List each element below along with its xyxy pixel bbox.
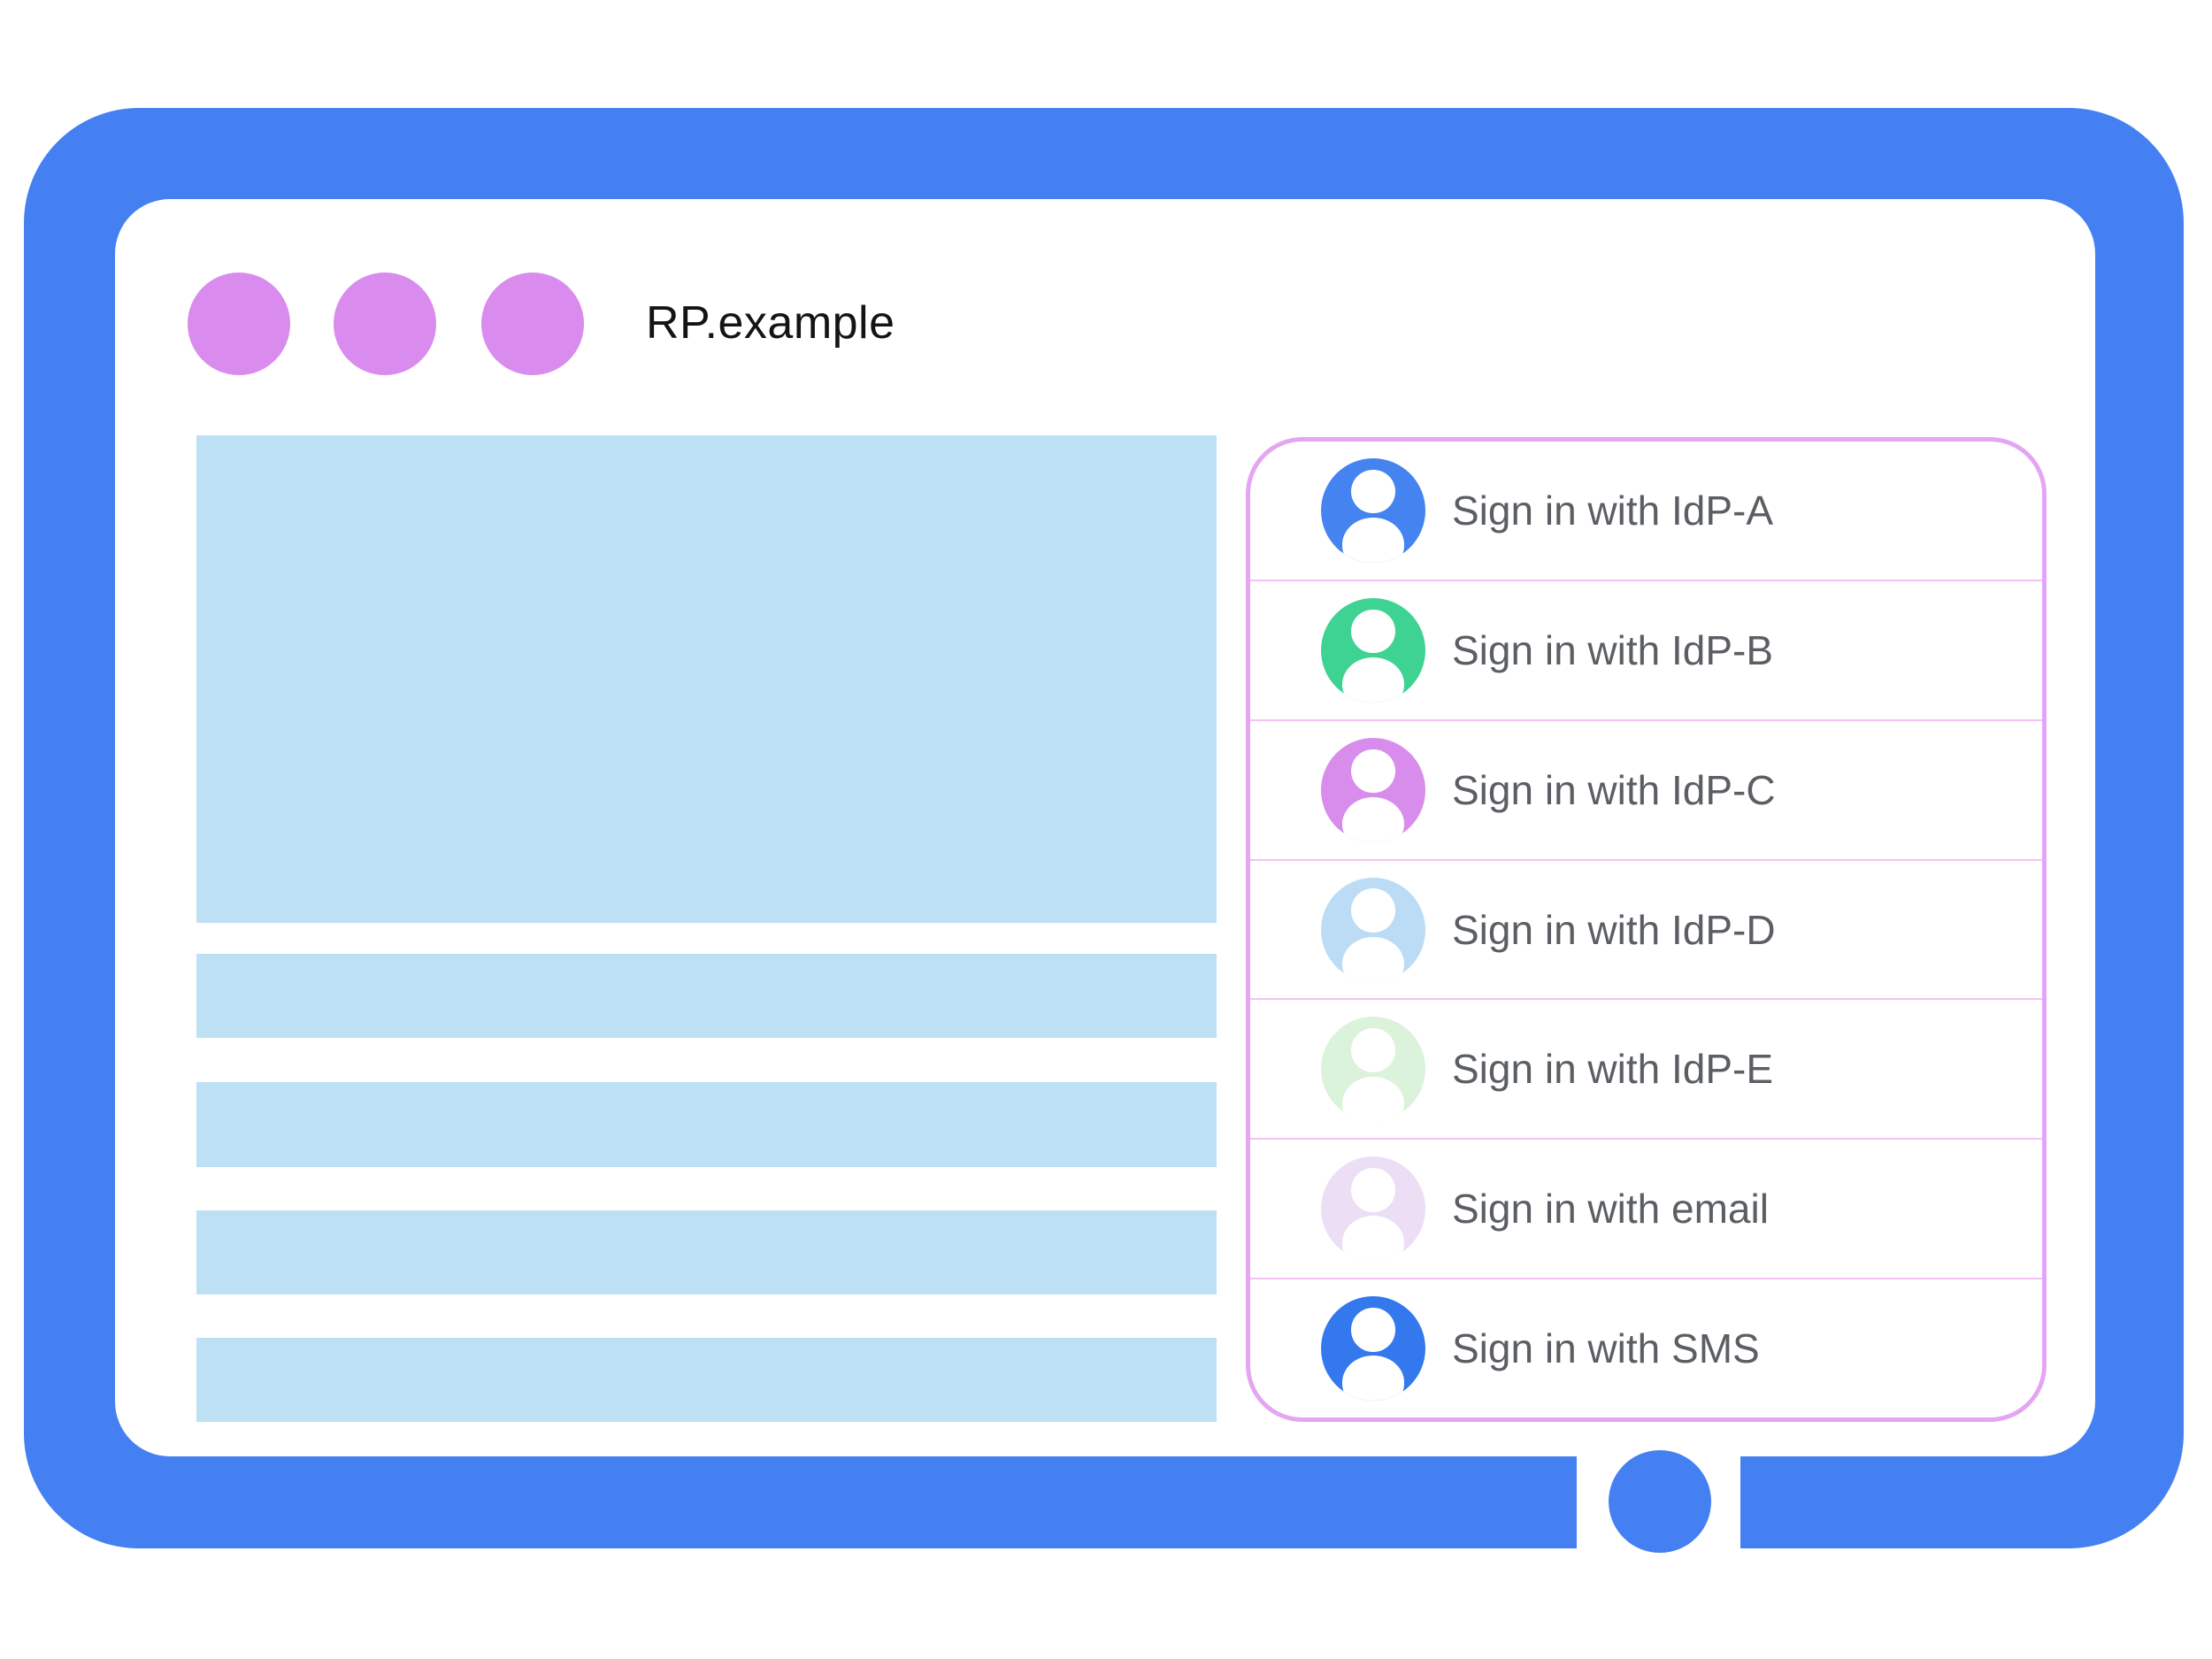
avatar-head <box>1351 1168 1395 1212</box>
signin-option[interactable]: Sign in with IdP-B <box>1250 579 2042 719</box>
avatar-head <box>1351 469 1395 514</box>
avatar-head <box>1351 1028 1395 1072</box>
avatar-shoulders <box>1341 518 1405 563</box>
person-avatar-icon <box>1321 877 1425 982</box>
avatar-head <box>1351 609 1395 654</box>
content-placeholder-line <box>196 1338 1217 1422</box>
signin-option[interactable]: Sign in with email <box>1250 1138 2042 1278</box>
avatar-shoulders <box>1341 936 1405 982</box>
avatar-shoulders <box>1341 1076 1405 1122</box>
avatar-shoulders <box>1341 796 1405 842</box>
person-avatar-icon <box>1321 457 1425 563</box>
page-title: RP.example <box>646 297 895 349</box>
avatar-shoulders <box>1341 1356 1405 1402</box>
signin-option-label: Sign in with SMS <box>1452 1325 1760 1372</box>
person-avatar-icon <box>1321 1017 1425 1122</box>
content-placeholder-hero <box>196 435 1217 923</box>
signin-option-label: Sign in with email <box>1452 1186 1769 1233</box>
signin-option-label: Sign in with IdP-A <box>1452 487 1774 534</box>
signin-option-label: Sign in with IdP-B <box>1452 626 1774 673</box>
avatar-head <box>1351 888 1395 933</box>
content-placeholder-line <box>196 954 1217 1038</box>
signin-option-label: Sign in with IdP-C <box>1452 766 1776 813</box>
person-avatar-icon <box>1321 1296 1425 1402</box>
frame-bar-left-cap <box>1495 1456 1577 1548</box>
person-avatar-icon <box>1321 597 1425 703</box>
avatar-head <box>1351 1308 1395 1352</box>
signin-option-label: Sign in with IdP-D <box>1452 906 1776 953</box>
signin-option[interactable]: Sign in with IdP-D <box>1250 858 2042 999</box>
window-dot-icon <box>188 273 290 375</box>
content-placeholder-line <box>196 1210 1217 1294</box>
signin-option[interactable]: Sign in with IdP-C <box>1250 718 2042 859</box>
avatar-shoulders <box>1341 1216 1405 1262</box>
content-placeholder-line <box>196 1082 1217 1167</box>
signin-option[interactable]: Sign in with SMS <box>1250 1278 2042 1417</box>
avatar-shoulders <box>1341 657 1405 703</box>
signin-option[interactable]: Sign in with IdP-A <box>1250 442 2042 580</box>
signin-panel: Sign in with IdP-A Sign in with IdP-B Si… <box>1246 437 2047 1422</box>
signin-option[interactable]: Sign in with IdP-E <box>1250 998 2042 1138</box>
window-dot-icon <box>481 273 584 375</box>
person-avatar-icon <box>1321 737 1425 842</box>
avatar-head <box>1351 749 1395 794</box>
window-dot-icon <box>334 273 436 375</box>
person-avatar-icon <box>1321 1156 1425 1262</box>
home-button[interactable] <box>1609 1450 1711 1553</box>
signin-option-label: Sign in with IdP-E <box>1452 1046 1774 1093</box>
frame-bar-right-cap <box>1740 1456 1822 1548</box>
